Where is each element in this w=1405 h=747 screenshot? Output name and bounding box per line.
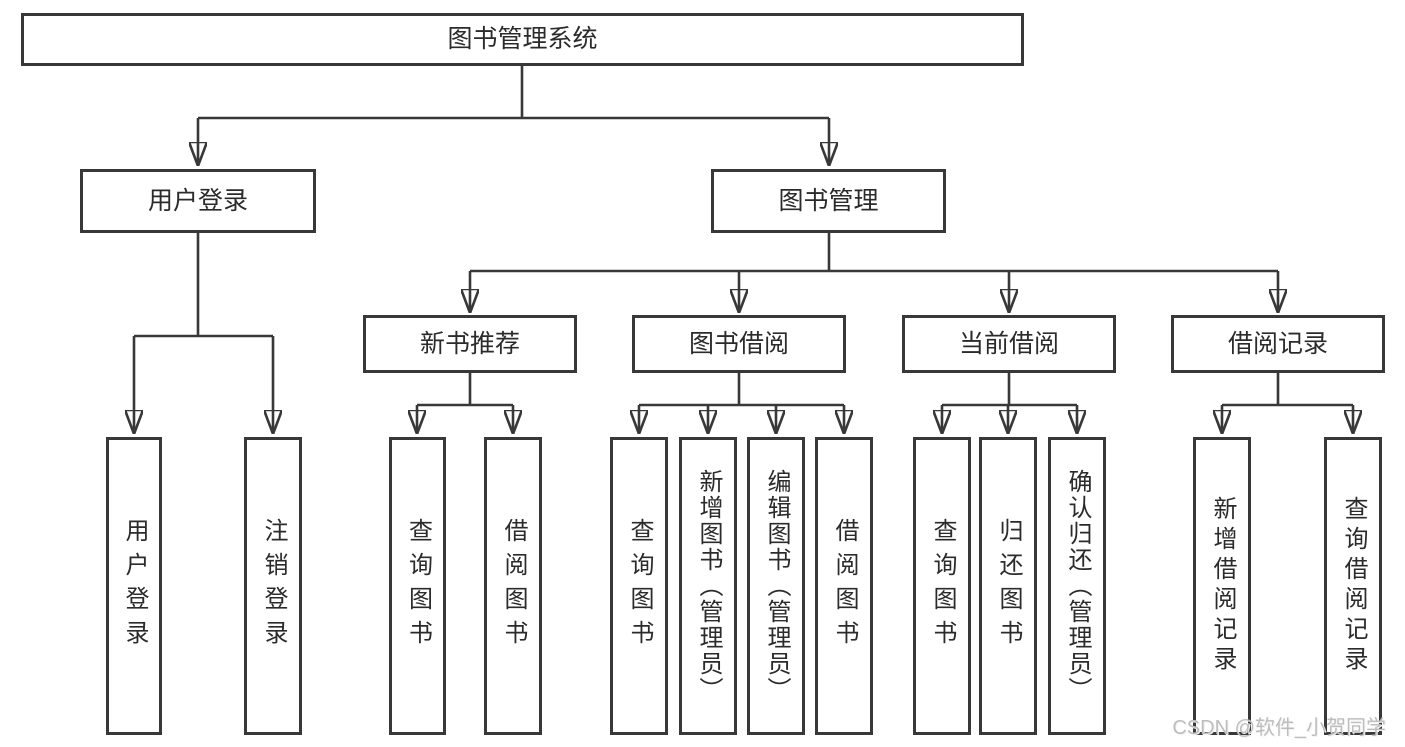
- branch-book-management: [470, 233, 1278, 273]
- node-current-borrowing: 当前借阅: [902, 315, 1116, 373]
- leaf-return-book: 归还图书: [979, 437, 1037, 735]
- leaf-query-borrow-record: 查询借阅记录: [1324, 437, 1382, 735]
- node-book-borrowing: 图书借阅: [632, 315, 846, 373]
- leaf-confirm-return-admin: 确认归还（管理员）: [1048, 437, 1106, 735]
- leaf-borrow-book: 借阅图书: [815, 437, 873, 735]
- leaf-query-book-borrow: 查询图书: [610, 437, 668, 735]
- leaf-add-borrow-record: 新增借阅记录: [1193, 437, 1251, 735]
- csdn-watermark: CSDN @软件_小贺同学: [1172, 717, 1386, 739]
- branch-root: [198, 66, 829, 120]
- node-borrowing-records: 借阅记录: [1171, 315, 1385, 373]
- leaf-query-book-current: 查询图书: [913, 437, 971, 735]
- node-user-login: 用户登录: [80, 169, 316, 233]
- leaf-query-book-recommend: 查询图书: [389, 437, 446, 735]
- leaf-edit-book-admin: 编辑图书（管理员）: [747, 437, 805, 735]
- leaf-logout: 注销登录: [244, 437, 302, 735]
- branch-borrowing-records: [1222, 373, 1353, 407]
- node-book-management: 图书管理: [711, 169, 946, 233]
- leaf-user-login: 用户登录: [106, 437, 162, 735]
- leaf-borrow-book-recommend: 借阅图书: [484, 437, 542, 735]
- node-library-system: 图书管理系统: [21, 13, 1024, 66]
- node-new-book-recommend: 新书推荐: [363, 315, 577, 373]
- leaf-add-book-admin: 新增图书（管理员）: [679, 437, 737, 735]
- branch-new-book-recommend: [417, 373, 513, 407]
- branch-user-login: [134, 233, 273, 338]
- branch-current-borrowing: [942, 373, 1077, 407]
- branch-book-borrowing: [639, 373, 844, 407]
